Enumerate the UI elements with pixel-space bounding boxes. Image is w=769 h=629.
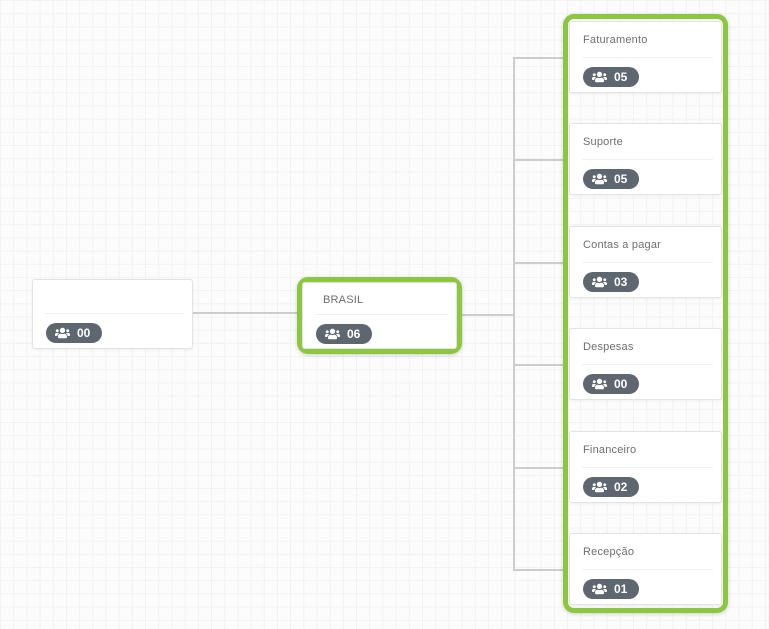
connector-branch xyxy=(513,261,563,264)
node-title: Contas a pagar xyxy=(583,238,662,251)
department-node[interactable]: Suporte 05 xyxy=(569,123,722,196)
divider xyxy=(582,57,713,58)
divider xyxy=(582,569,713,570)
users-icon xyxy=(55,327,70,339)
divider xyxy=(582,261,713,263)
department-node[interactable]: Despesas 00 xyxy=(569,328,722,401)
users-icon xyxy=(592,276,607,288)
member-count: 03 xyxy=(614,274,628,289)
divider xyxy=(582,364,713,366)
connector-branch xyxy=(513,57,563,59)
node-title: Faturamento xyxy=(583,34,648,46)
users-icon xyxy=(325,328,340,340)
member-count: 06 xyxy=(347,327,361,341)
divider xyxy=(315,314,448,315)
users-icon xyxy=(592,481,607,493)
children-group-highlight: Faturamento 05 Suporte 05 xyxy=(563,14,728,613)
member-count: 00 xyxy=(77,326,91,340)
member-count-badge[interactable]: 05 xyxy=(583,67,640,87)
member-count-badge[interactable]: 02 xyxy=(583,476,640,497)
divider xyxy=(45,313,184,314)
department-node[interactable]: Recepção 01 xyxy=(569,533,722,605)
member-count: 02 xyxy=(614,479,628,494)
member-count-badge[interactable]: 00 xyxy=(46,323,103,343)
parent-node-brasil[interactable]: BRASIL 06 xyxy=(302,282,457,349)
node-title: Suporte xyxy=(583,136,623,149)
node-title: Despesas xyxy=(583,341,634,354)
member-count: 01 xyxy=(614,582,628,596)
connector-trunk xyxy=(513,57,515,571)
member-count: 00 xyxy=(614,377,628,392)
connector-root-to-parent xyxy=(193,312,297,314)
users-icon xyxy=(592,173,607,185)
divider xyxy=(582,466,713,468)
connector-branch xyxy=(513,159,563,162)
root-node[interactable]: 00 xyxy=(32,279,193,349)
connector-branch xyxy=(513,364,563,367)
node-title: BRASIL xyxy=(323,294,364,306)
member-count-badge[interactable]: 01 xyxy=(583,579,640,599)
member-count: 05 xyxy=(614,70,628,84)
member-count-badge[interactable]: 03 xyxy=(583,271,640,292)
node-title: Financeiro xyxy=(583,443,637,456)
connector-branch xyxy=(513,569,563,571)
member-count-badge[interactable]: 05 xyxy=(583,169,640,190)
member-count-badge[interactable]: 06 xyxy=(316,324,373,344)
divider xyxy=(582,159,713,161)
department-node[interactable]: Contas a pagar 03 xyxy=(569,225,722,298)
users-icon xyxy=(592,71,607,83)
connector-parent-to-trunk xyxy=(462,314,513,316)
connector-branch xyxy=(513,466,563,469)
department-node[interactable]: Financeiro 02 xyxy=(569,430,722,503)
department-node[interactable]: Faturamento 05 xyxy=(569,21,722,93)
node-title: Recepção xyxy=(583,546,635,558)
member-count-badge[interactable]: 00 xyxy=(583,374,640,395)
users-icon xyxy=(592,583,607,595)
parent-node-highlight: BRASIL 06 xyxy=(297,277,462,354)
node-title xyxy=(33,280,192,313)
users-icon xyxy=(592,378,607,390)
member-count: 05 xyxy=(614,172,628,187)
